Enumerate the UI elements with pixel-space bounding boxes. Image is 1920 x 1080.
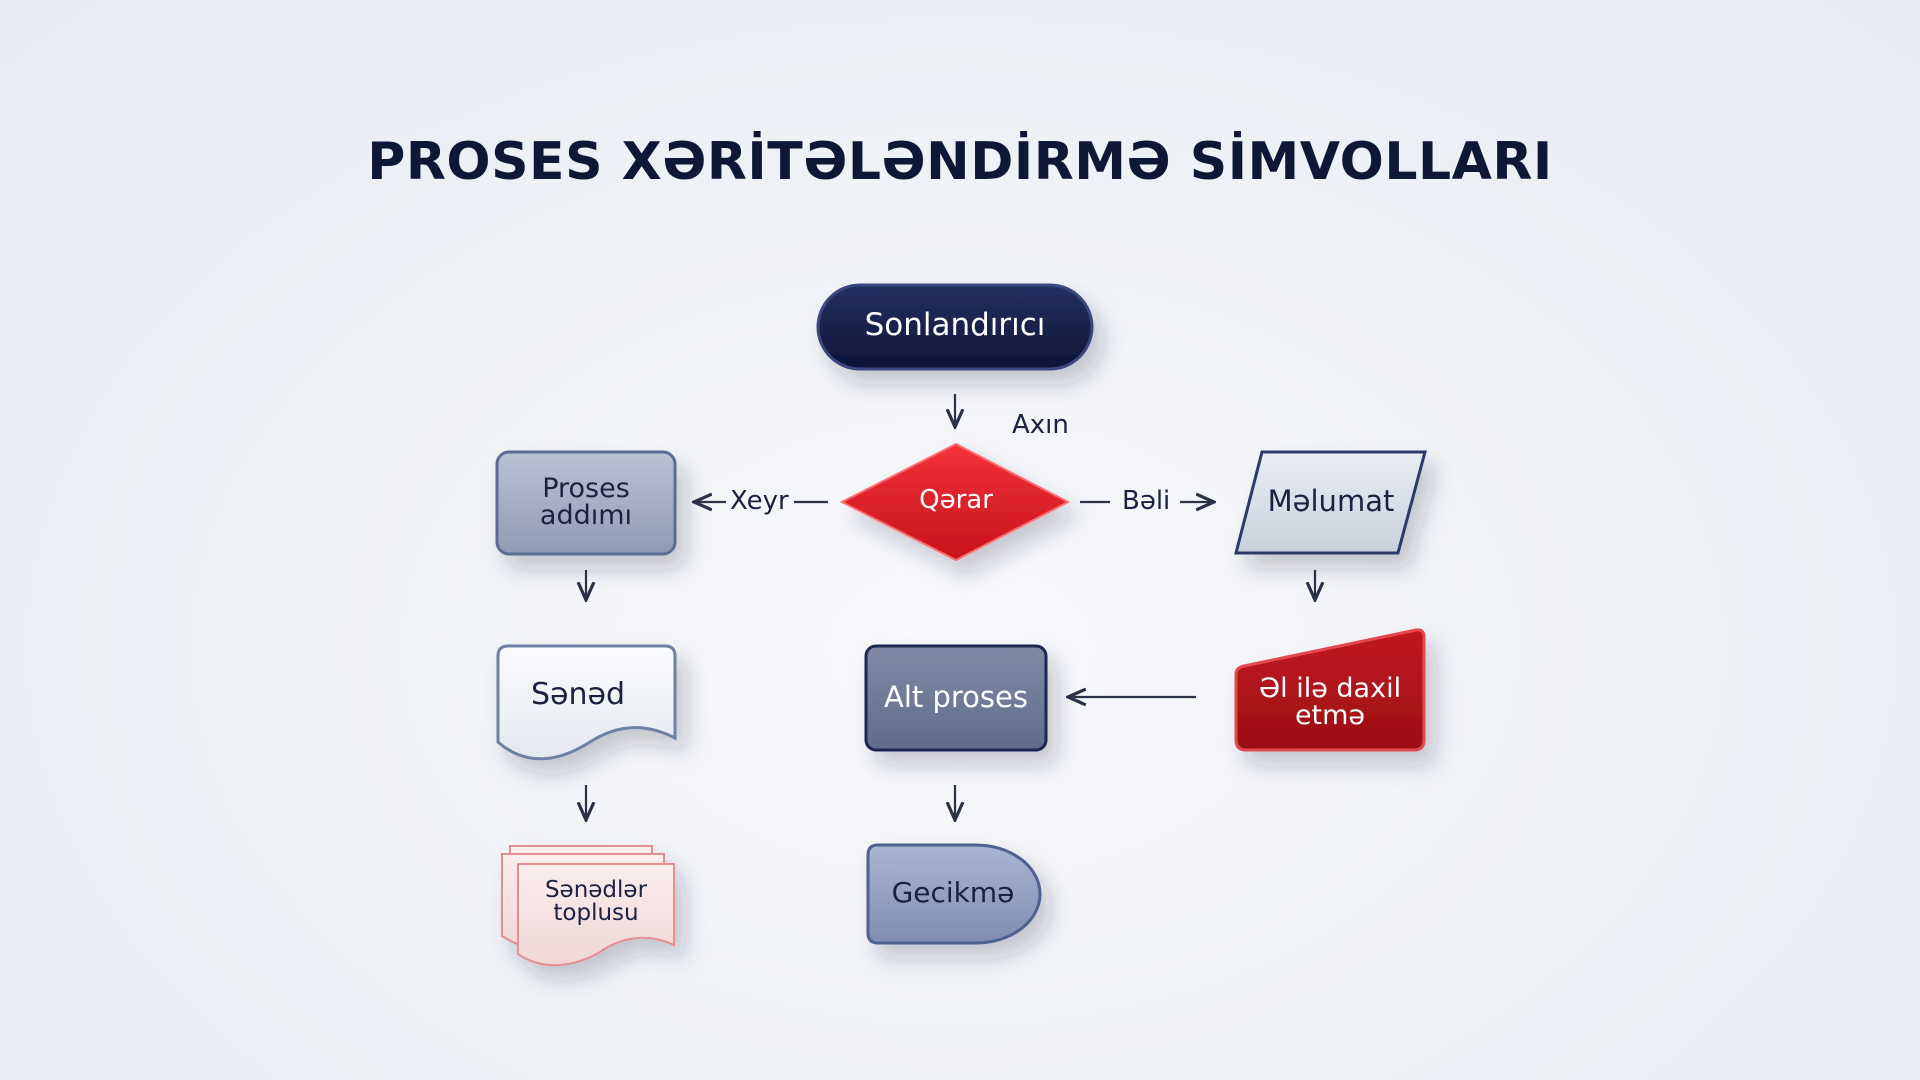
multi-document-label: Sənədlər toplusu [518, 870, 674, 934]
subprocess-label: Alt proses [884, 679, 1028, 714]
manual-input-label-line1: Əl ilə daxil [1258, 673, 1402, 704]
manual-input-label: Əl ilə daxil etmə [1236, 662, 1424, 742]
document-label: Sənəd [530, 677, 625, 712]
delay-shape [866, 843, 1042, 945]
subprocess-shape [864, 644, 1048, 752]
manual-input-shape [1234, 628, 1426, 752]
data-shape [1234, 450, 1427, 555]
manual-input-label-line2: etmə [1294, 700, 1366, 731]
edge-label-yes: Bəli [1122, 486, 1171, 516]
decision-shape [839, 442, 1071, 562]
edge-label-no: Xeyr [730, 486, 789, 516]
multi-document-shape [501, 845, 675, 967]
multi-document-label-line1: Sənədlər [544, 877, 648, 903]
data-label: Məlumat [1267, 483, 1395, 518]
process-step-label-line1: Proses [542, 473, 630, 504]
terminator-shape [816, 283, 1094, 371]
edge-label-flow: Axın [1012, 410, 1069, 440]
document-shape [496, 644, 677, 761]
page-title: PROSES XƏRİTƏLƏNDİRMƏ SİMVOLLARI [367, 132, 1553, 192]
process-step-shape [495, 450, 677, 556]
decision-label: Qərar [919, 485, 993, 515]
process-step-label: Proses addımı [497, 460, 675, 544]
multi-document-label-line2: toplusu [553, 900, 639, 926]
terminator-label: Sonlandırıcı [864, 306, 1046, 343]
process-step-label-line2: addımı [539, 500, 633, 531]
delay-label: Gecikmə [891, 876, 1015, 909]
